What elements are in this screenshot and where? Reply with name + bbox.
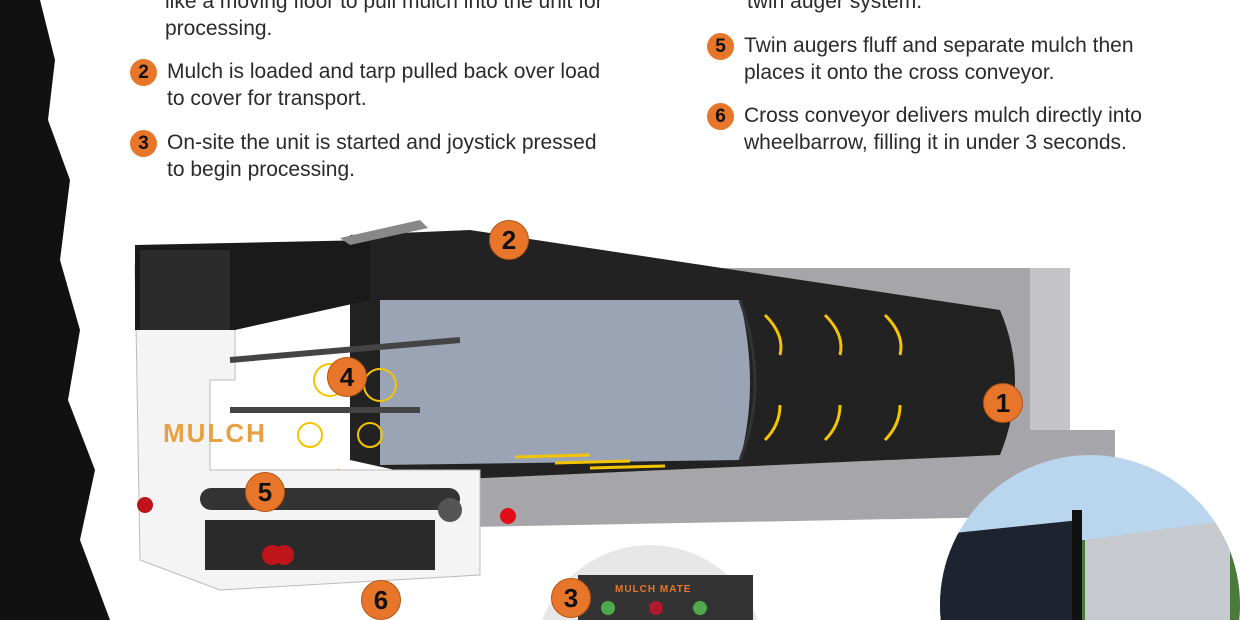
step-2: 2 Mulch is loaded and tarp pulled back o… <box>130 58 600 112</box>
panel-label: MULCH MATE <box>615 584 692 595</box>
tail-light <box>137 497 153 513</box>
step-2-line2: to cover for transport. <box>167 87 367 110</box>
step-2-badge: 2 <box>130 59 157 86</box>
cross-conveyor <box>205 520 435 570</box>
step-3-line1: On-site the unit is started and joystick… <box>167 131 597 154</box>
marker-light <box>500 508 516 524</box>
green-button <box>693 601 707 615</box>
step-6-line1: Cross conveyor delivers mulch directly i… <box>744 104 1142 127</box>
step-5-badge: 5 <box>707 33 734 60</box>
marker-3: 3 <box>551 578 591 618</box>
step-3-line2: to begin processing. <box>167 158 355 181</box>
marker-5: 5 <box>245 472 285 512</box>
cross-conveyor-roller <box>200 488 460 510</box>
step-3: 3 On-site the unit is started and joysti… <box>130 129 597 183</box>
belt-curve <box>738 299 757 461</box>
red-button <box>649 601 663 615</box>
step-1: like a moving floor to pull mulch into t… <box>165 0 603 42</box>
step-1-text-end: processing. <box>165 17 273 40</box>
step-6-line2: wheelbarrow, filling it in under 3 secon… <box>744 131 1127 154</box>
marker-2: 2 <box>489 220 529 260</box>
step-5-line2: places it onto the cross conveyor. <box>744 61 1055 84</box>
step-1-text: like a moving floor to pull mulch into t… <box>165 0 603 13</box>
step-5: 5 Twin augers fluff and separate mulch t… <box>707 32 1134 86</box>
roller-end <box>438 498 462 522</box>
marker-6: 6 <box>361 580 401 620</box>
tarp-bar <box>340 220 428 245</box>
grunge-border <box>0 0 110 620</box>
step-4-text-end: twin auger system. <box>747 0 923 13</box>
trailer-wall-end <box>1030 268 1070 430</box>
step-6-badge: 6 <box>707 103 734 130</box>
mulch-bed <box>380 300 750 465</box>
augers <box>229 337 461 413</box>
machine-grille <box>140 250 230 330</box>
tail-light <box>274 545 294 565</box>
step-3-badge: 3 <box>130 130 157 157</box>
marker-1: 1 <box>983 383 1023 423</box>
marker-4: 4 <box>327 357 367 397</box>
step-6: 6 Cross conveyor delivers mulch directly… <box>707 102 1142 156</box>
unit-photo <box>940 455 1240 620</box>
step-2-line1: Mulch is loaded and tarp pulled back ove… <box>167 60 601 83</box>
machine-label: MULCH <box>163 418 267 448</box>
step-5-line1: Twin augers fluff and separate mulch the… <box>744 34 1134 57</box>
green-button <box>601 601 615 615</box>
